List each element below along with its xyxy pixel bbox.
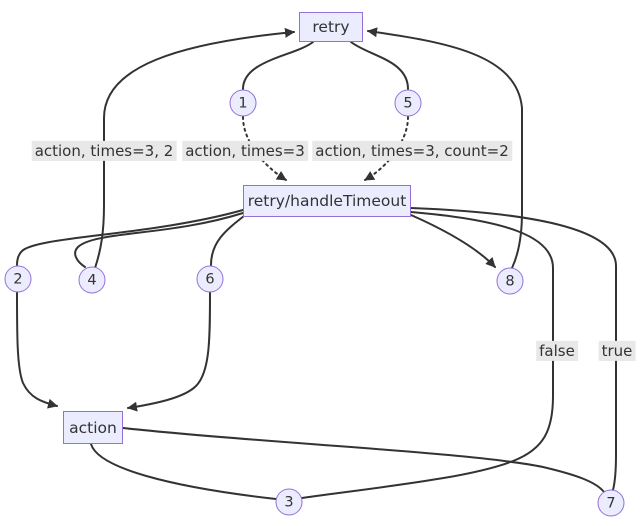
sequence-marker-3: 3 xyxy=(275,488,303,516)
edge-action-to-7 xyxy=(122,427,605,493)
edge-action-to-3 xyxy=(90,443,277,500)
node-retry: retry xyxy=(299,12,363,42)
edge-8-to-retry xyxy=(367,27,523,269)
sequence-marker-7: 7 xyxy=(597,489,625,517)
edge-3-to-handler-false xyxy=(301,211,554,499)
edge-6-to-action xyxy=(127,291,211,412)
sequence-marker-8: 8 xyxy=(496,267,524,295)
edge-handler-to-6 xyxy=(210,215,245,266)
sequence-marker-5: 5 xyxy=(394,89,422,117)
edge-label-return-first: action, times=3, 2 xyxy=(31,140,177,162)
sequence-marker-2: 2 xyxy=(4,265,32,293)
sequence-marker-6: 6 xyxy=(196,265,224,293)
node-retry-handle-timeout: retry/handleTimeout xyxy=(243,185,411,217)
edge-retry-to-5 xyxy=(350,41,409,90)
edge-retry-to-1 xyxy=(242,41,314,90)
sequence-marker-1: 1 xyxy=(229,89,257,117)
edge-handler-to-8 xyxy=(410,214,496,268)
edge-label-false: false xyxy=(536,340,578,362)
sequence-marker-4: 4 xyxy=(78,266,106,294)
edge-7-to-handler-true xyxy=(410,207,617,491)
edge-handler-to-4 xyxy=(74,212,244,268)
edge-label-call-second: action, times=3, count=2 xyxy=(312,140,512,162)
edge-4-to-retry xyxy=(94,27,295,269)
edge-handler-to-2 xyxy=(16,209,244,266)
edge-label-call-first: action, times=3 xyxy=(182,140,308,162)
edge-2-to-action xyxy=(16,291,58,409)
edge-label-true: true xyxy=(598,340,636,362)
node-action: action xyxy=(63,411,123,444)
